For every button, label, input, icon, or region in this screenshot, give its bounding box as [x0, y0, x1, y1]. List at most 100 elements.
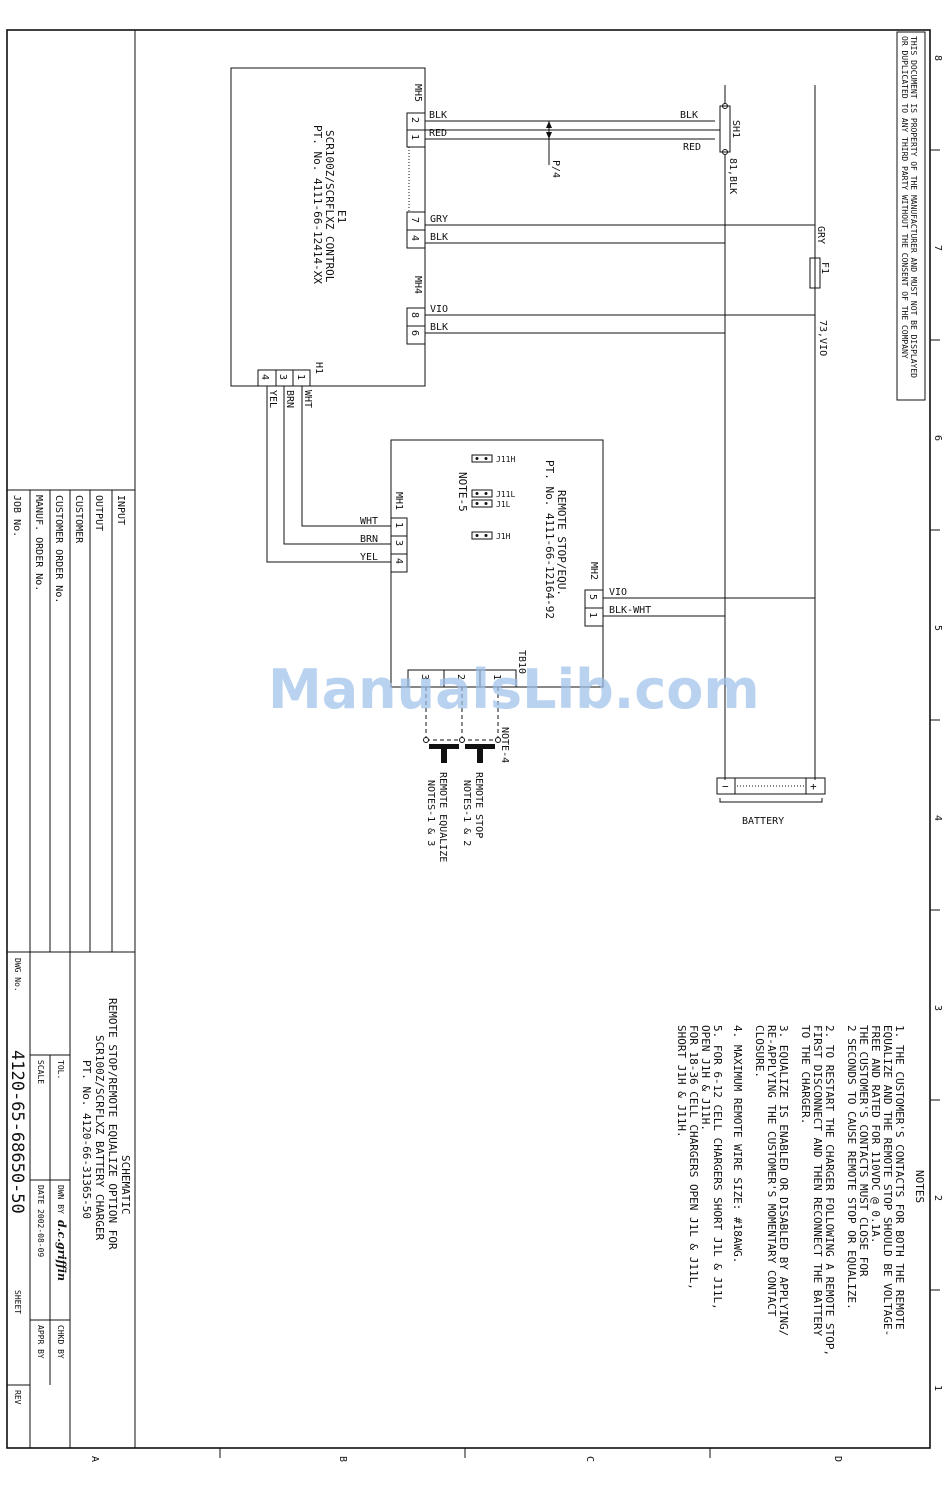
schematic-text: TO THE CHARGER.	[799, 1025, 812, 1124]
mh5-label: MH5	[412, 84, 423, 102]
battery-label: BATTERY	[742, 816, 784, 827]
dwn-by-label: DWN BY	[56, 1185, 65, 1214]
schematic-text: 1	[491, 674, 502, 680]
schematic-text: FOR 18-36 CELL CHARGERS OPEN J1L & J11L,	[687, 1025, 700, 1290]
schematic-text: 8	[409, 312, 420, 318]
wire-label-blk-wht: BLK-WHT	[609, 605, 651, 616]
remote-equalize-notes: NOTES-1 & 3	[425, 780, 436, 846]
mh1-label: MH1	[393, 492, 404, 510]
remote-switches: NOTE-4 REMOTE STOP NOTES-1 & 2 REMOTE EQ…	[423, 687, 510, 862]
wire-label-red: RED	[683, 142, 701, 153]
customer-row-label: CUSTOMER	[73, 495, 84, 544]
wire-73-vio: 73,VIO	[817, 320, 828, 356]
appr-by-label: APPR BY	[36, 1325, 45, 1359]
schematic-text: 5. FOR 6-12 CELL CHARGERS SHORT J1L & J1…	[711, 1025, 724, 1310]
e1-title: SCR100Z/SCRFLXZ CONTROL	[323, 130, 336, 283]
battery: + − BATTERY	[716, 777, 826, 827]
sh1-label: SH1	[730, 120, 741, 138]
schematic-text: 2. TO RESTART THE CHARGER FOLLOWING A RE…	[823, 1025, 836, 1356]
jumper-j1h: J1H	[471, 531, 511, 541]
zone-number: 4	[932, 815, 943, 821]
remote-board-title: REMOTE STOP/EQU.	[555, 490, 568, 596]
notes-title: NOTES	[913, 1170, 926, 1203]
schematic-text: 1	[409, 134, 420, 140]
schematic-text: 4	[259, 374, 270, 380]
zone-letters: A B C D	[89, 1456, 843, 1462]
schematic-text: 3	[393, 540, 404, 546]
rev-label: REV	[13, 1390, 22, 1405]
zone-number: 2	[932, 1195, 943, 1201]
drawing-title-line3: SCR100Z/SCRFLXZ BATTERY CHARGER	[93, 1035, 106, 1241]
schematic-text: 1	[295, 374, 306, 380]
e1-ref: E1	[335, 210, 348, 223]
wire-label-blk: BLK	[430, 232, 448, 243]
wire-label-wht: WHT	[302, 390, 313, 408]
schematic-text: FREE AND RATED FOR 110VDC @ 0.1A.	[869, 1025, 882, 1244]
wire-label-yel: YEL	[360, 552, 378, 563]
drawing-title-line2: REMOTE STOP/REMOTE EQUALIZE OPTION FOR	[106, 998, 119, 1250]
zone-number: 3	[932, 1005, 943, 1011]
remote-equalize-label: REMOTE EQUALIZE	[437, 772, 448, 862]
drawing-number: 4120-65-68650-50	[7, 1050, 27, 1214]
wire-label-wht: WHT	[360, 516, 378, 527]
remote-stop-notes: NOTES-1 & 2	[461, 780, 472, 846]
proprietary-notice: THIS DOCUMENT IS PROPERTY OF THE MANUFAC…	[896, 31, 926, 401]
f1-label: F1	[819, 262, 830, 274]
jumper-j11l: J11L	[471, 489, 515, 499]
schematic-text: 1	[393, 522, 404, 528]
schematic-text: OPEN J1H & J11H.	[699, 1025, 712, 1131]
tb10-label: TB10	[516, 650, 527, 674]
wire-label-yel: YEL	[267, 390, 278, 408]
schematic-text: 5	[587, 594, 598, 600]
scale-label: SCALE	[36, 1060, 45, 1084]
schematic-text: 3. EQUALIZE IS ENABLED OR DISABLED BY AP…	[777, 1025, 790, 1336]
schematic-text: J11H	[496, 455, 515, 464]
remote-board-part-number: PT. No. 4111-66-12164-92	[543, 460, 556, 619]
schematic-text: 7	[409, 217, 420, 223]
drafter-signature: d.c.griffin	[55, 1220, 68, 1281]
sheet-label: SHEET	[13, 1290, 22, 1314]
schematic-text: FIRST DISCONNECT AND THEN RECONNECT THE …	[811, 1025, 824, 1337]
remote-equalize-button-icon	[429, 744, 459, 763]
mh2-label: MH2	[588, 562, 599, 580]
watermark: ManualsLib.com	[268, 658, 760, 721]
zone-number: 5	[932, 625, 943, 631]
h1-label: H1	[313, 362, 324, 374]
schematic-text: 1	[587, 612, 598, 618]
wire-label-gry: GRY	[430, 214, 448, 225]
zone-letter: D	[832, 1456, 843, 1462]
schematic-text: 3	[419, 674, 430, 680]
wire-label-blk: BLK	[430, 322, 448, 333]
schematic-text: RE-APPLYING THE CUSTOMER'S MOMENTARY CON…	[765, 1025, 778, 1317]
schematic-text: THE CUSTOMER'S CONTACTS MUST CLOSE FOR	[857, 1025, 870, 1277]
battery-plus: +	[810, 780, 817, 793]
jumper-j1l: J1L	[471, 499, 511, 509]
f1-fuse	[809, 257, 821, 289]
zone-numbers: 8 7 6 5 4 3 2 1	[932, 55, 943, 1391]
schematic-text: 1. THE CUSTOMER'S CONTACTS FOR BOTH THE …	[893, 1025, 906, 1330]
zone-number: 1	[932, 1385, 943, 1391]
wire-label-blk: BLK	[429, 110, 447, 121]
wire-label-red: RED	[429, 128, 447, 139]
schematic-text: J1H	[496, 532, 511, 541]
wire-label-brn: BRN	[284, 390, 295, 408]
manuf-order-row-label: MANUF. ORDER No.	[33, 495, 44, 591]
schematic-text: 3	[277, 374, 288, 380]
zone-letter: C	[584, 1456, 595, 1462]
zone-number: 7	[932, 245, 943, 251]
zone-ticks-right	[930, 149, 940, 1291]
wiring: BLK RED BLK RED P/4 SH1 81,BLK GRY BLK G…	[266, 85, 830, 780]
wire-81-blk: 81,BLK	[727, 158, 738, 194]
tol-label: TOL.	[56, 1060, 65, 1079]
remote-stop-label: REMOTE STOP	[473, 772, 484, 838]
schematic-text: J1L	[496, 500, 511, 509]
e1-part-number: PT. No. 4111-66-12414-XX	[311, 125, 324, 284]
schematic-text: 4	[393, 558, 404, 564]
drawing-part-number: PT. No. 4120-66-31365-50	[80, 1060, 93, 1219]
e1-control-board: E1 SCR100Z/SCRFLXZ CONTROL PT. No. 4111-…	[230, 67, 426, 387]
note4-label: NOTE-4	[499, 727, 510, 763]
zone-ticks-bottom	[219, 1448, 711, 1458]
title-block: INPUT OUTPUT CUSTOMER CUSTOMER ORDER No.…	[7, 489, 135, 1448]
